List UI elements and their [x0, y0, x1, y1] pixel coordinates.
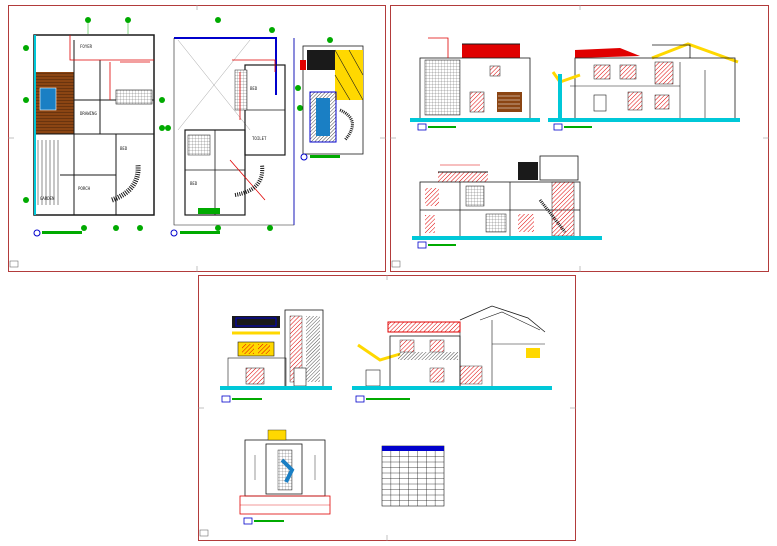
- svg-text:BED: BED: [250, 86, 258, 91]
- front-elevation: [410, 37, 540, 131]
- svg-text:FOYER: FOYER: [80, 44, 93, 49]
- svg-text:DRAWING: DRAWING: [80, 111, 97, 116]
- svg-text:PORCH: PORCH: [78, 186, 91, 191]
- svg-text:GARDEN: GARDEN: [40, 196, 55, 201]
- svg-text:BED: BED: [190, 181, 198, 186]
- floor-plan-first: BED BED TOILET: [165, 17, 303, 237]
- building-section: [412, 155, 602, 249]
- schedule-table: [381, 445, 445, 507]
- roof-plan: [295, 37, 364, 161]
- north-arrow-icon: [33, 229, 41, 237]
- site-plan: [239, 429, 331, 525]
- svg-text:TOILET: TOILET: [252, 136, 267, 141]
- svg-text:BED: BED: [120, 146, 128, 151]
- rear-elevation: [220, 309, 332, 403]
- side-elevation: [548, 42, 740, 131]
- left-elevation: [352, 305, 552, 403]
- floor-plan-ground: FOYER DRAWING BED GARDEN PORCH: [23, 17, 165, 237]
- grid-bubble-icon: [23, 17, 165, 231]
